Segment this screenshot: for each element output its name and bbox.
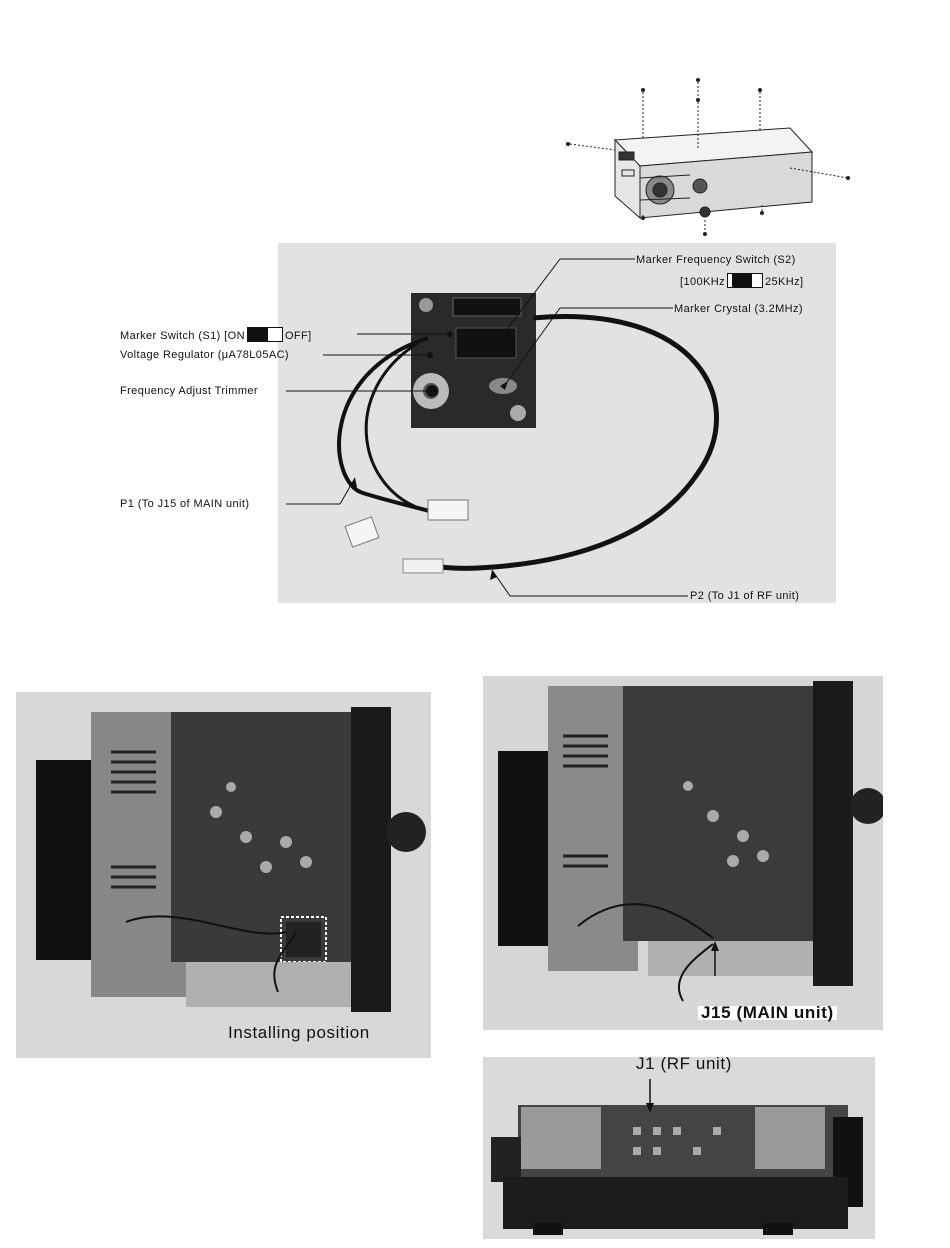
- p1-label: P1 (To J15 of MAIN unit): [120, 497, 249, 511]
- marker-switch-suffix: OFF]: [285, 330, 312, 342]
- installing-position-caption: Installing position: [228, 1026, 370, 1040]
- j15-main-unit-photo: [483, 676, 883, 1030]
- marker-switch-graphic: [247, 327, 283, 342]
- marker-unit-illustration: [278, 243, 836, 603]
- frequency-switch-setting: [100KHz 25KHz]: [680, 273, 803, 289]
- installing-position-photo: [16, 692, 431, 1058]
- voltage-regulator-label: Voltage Regulator (μA78L05AC): [120, 348, 289, 362]
- freq-left-label: [100KHz: [680, 276, 725, 288]
- j1-rf-unit-photo: [483, 1057, 875, 1239]
- frequency-adjust-label: Frequency Adjust Trimmer: [120, 384, 258, 398]
- radio-side-illustration: [483, 1057, 875, 1239]
- frequency-switch-graphic: [727, 273, 763, 288]
- marker-frequency-switch-label: Marker Frequency Switch (S2): [636, 253, 796, 267]
- marker-crystal-label: Marker Crystal (3.2MHz): [674, 302, 803, 316]
- radio-chassis-left-illustration: [16, 692, 431, 1058]
- marker-switch-prefix: Marker Switch (S1) [ON: [120, 330, 245, 342]
- j1-rf-unit-caption: J1 (RF unit): [636, 1057, 732, 1071]
- freq-right-label: 25KHz]: [765, 276, 803, 288]
- marker-switch-label: Marker Switch (S1) [ON OFF]: [120, 327, 312, 343]
- j15-main-unit-caption: J15 (MAIN unit): [698, 1006, 837, 1020]
- radio-chassis-right-illustration: [483, 676, 883, 1030]
- marker-unit-photo: [278, 243, 836, 603]
- p2-label: P2 (To J1 of RF unit): [690, 589, 799, 603]
